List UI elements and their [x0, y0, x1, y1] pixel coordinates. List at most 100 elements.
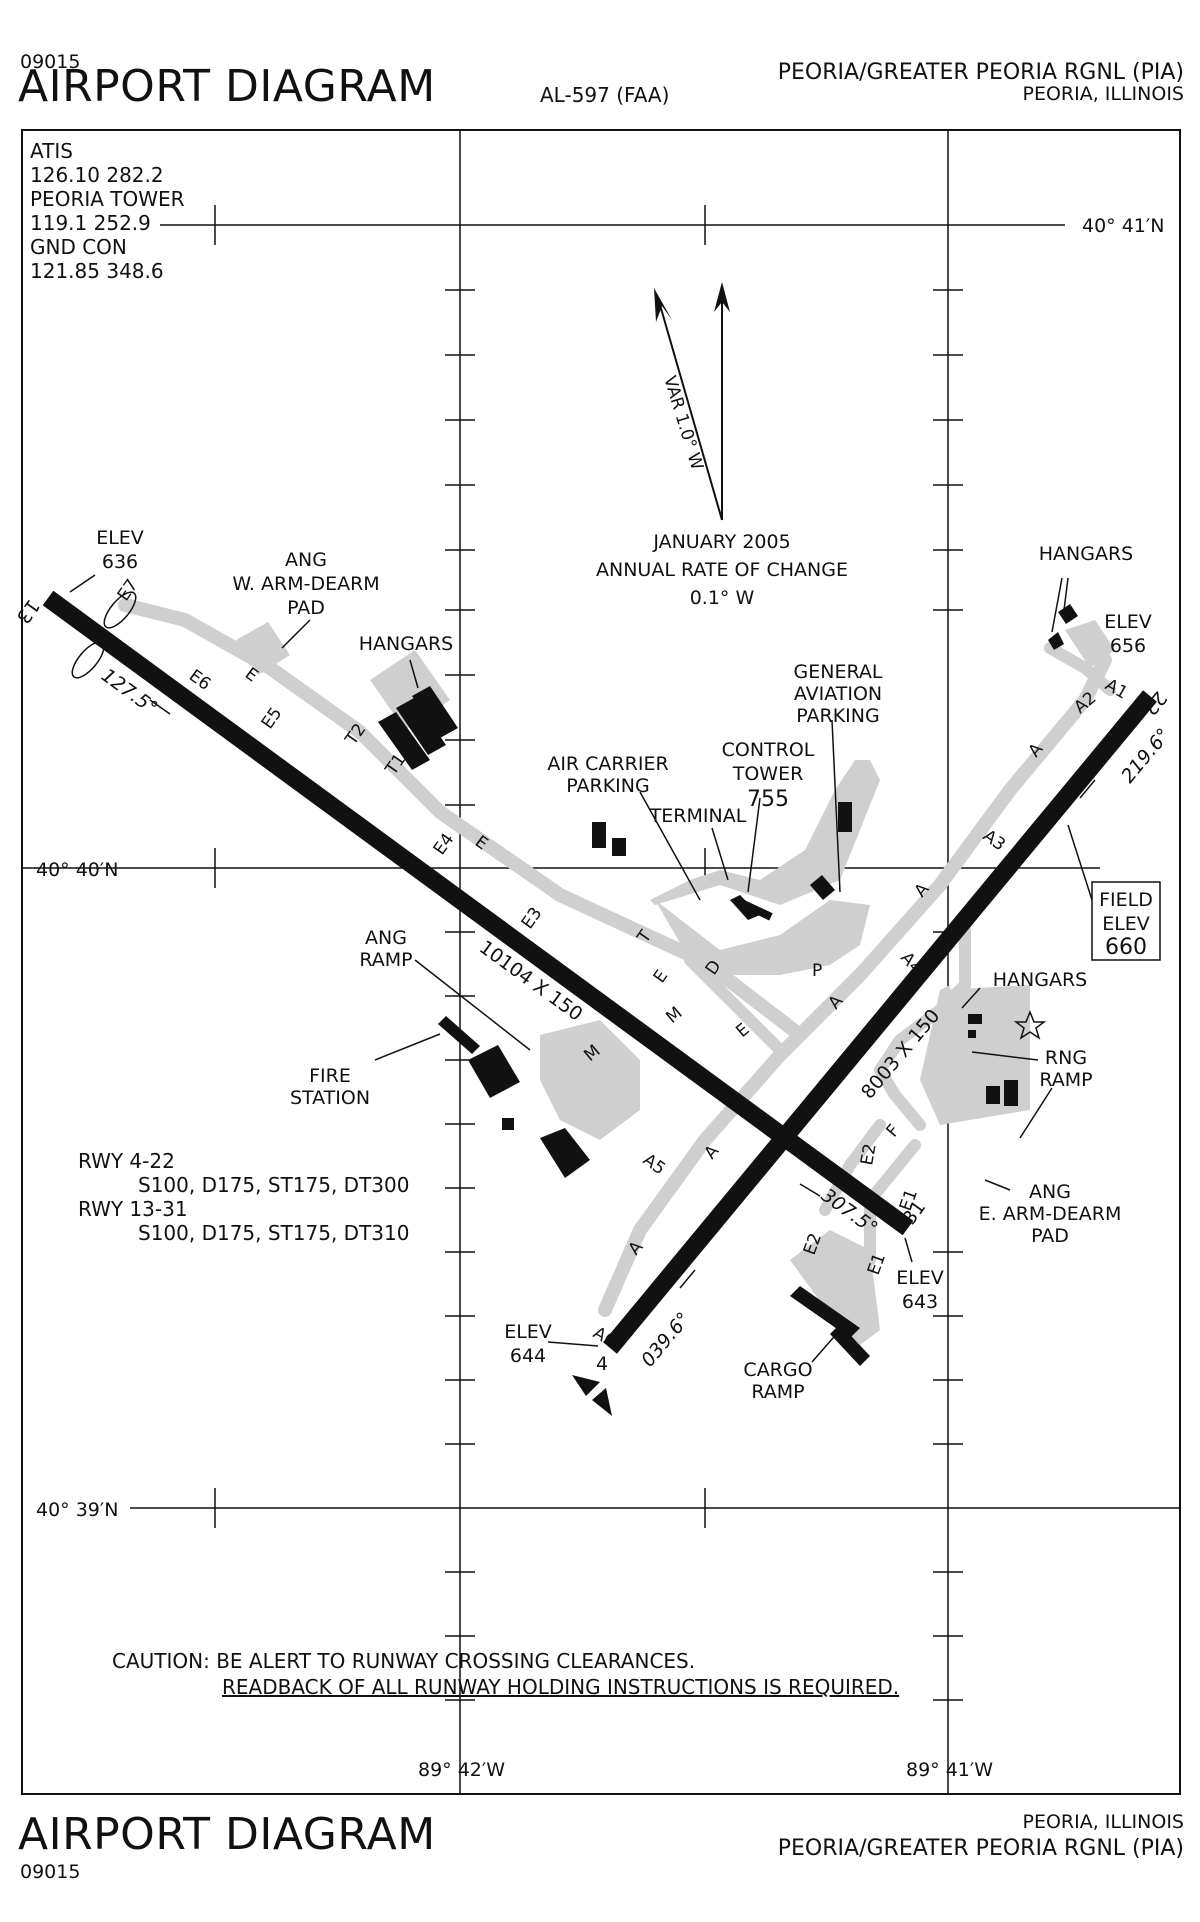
hangar-nw-2	[396, 698, 446, 755]
leader-hangars-nw	[409, 659, 419, 689]
cargo-ramp	[790, 1230, 880, 1345]
caution-line-2: READBACK OF ALL RUNWAY HOLDING INSTRUCTI…	[222, 1675, 900, 1699]
taxiway-e2-south	[819, 1119, 886, 1216]
field-elev-label-1: FIELD	[1099, 889, 1153, 911]
taxiway-label: E7	[114, 576, 143, 605]
rng-ramp-label-1: RNG	[1045, 1047, 1087, 1069]
taxiway-label: E6	[185, 666, 214, 695]
ang-e-pad-label-3: PAD	[1031, 1225, 1069, 1247]
ang-building-2	[502, 1118, 514, 1130]
leader-elev-31	[904, 1237, 913, 1263]
terminal-apron-south	[655, 900, 870, 975]
city-state-top: PEORIA, ILLINOIS	[1022, 83, 1184, 105]
ang-e-pad-label-2: E. ARM-DEARM	[979, 1203, 1122, 1225]
lat-label-bottom: 40° 39′N	[36, 1499, 118, 1521]
heading-arrow-13	[149, 699, 171, 715]
caution-line-1: CAUTION: BE ALERT TO RUNWAY CROSSING CLE…	[112, 1649, 696, 1673]
air-carrier-label-2: PARKING	[566, 775, 649, 797]
leader-fire-station	[374, 1033, 441, 1061]
leader-hangars-ne-1	[1051, 577, 1063, 633]
ga-parking-label-1: GENERAL	[794, 661, 883, 683]
windcone-icon	[71, 641, 105, 679]
leader-ang-e	[984, 1179, 1011, 1191]
leader-ang-w	[281, 619, 311, 649]
leader-field-elev	[1067, 824, 1093, 901]
taxiway-label: E5	[258, 704, 287, 733]
taxiway-label: E	[241, 664, 261, 686]
chart-frame	[21, 129, 1181, 1795]
windcone-south-icon	[592, 1388, 612, 1416]
variation-rate-title: ANNUAL RATE OF CHANGE	[596, 559, 848, 581]
rwy-13-31-strength-values: S100, D175, ST175, DT310	[138, 1221, 410, 1245]
hangars-nw-label: HANGARS	[359, 633, 453, 655]
hangars-ne-label: HANGARS	[1039, 543, 1133, 565]
leader-air-carrier	[639, 791, 701, 901]
control-tower-height: 755	[747, 787, 789, 812]
airport-name-bottom: PEORIA/GREATER PEORIA RGNL (PIA)	[777, 1836, 1184, 1861]
leader-rng-ramp-1	[971, 1051, 1039, 1061]
leader-lines	[69, 574, 1093, 1363]
rwy-13-31-strength-label: RWY 13-31	[78, 1197, 188, 1221]
taxiway-label: M	[662, 1003, 686, 1028]
building-parking-1	[592, 822, 606, 848]
ang-w-pad-label-3: PAD	[287, 597, 325, 619]
leader-hangars-ne-2	[1063, 577, 1069, 611]
airport-name-top: PEORIA/GREATER PEORIA RGNL (PIA)	[777, 60, 1184, 85]
field-elev-value: 660	[1105, 935, 1147, 960]
terminal-concourse	[736, 898, 773, 921]
hangar-ne-2	[1048, 632, 1064, 650]
air-carrier-label-1: AIR CARRIER	[547, 753, 668, 775]
ga-building-2	[838, 802, 852, 832]
ang-ramp-label-1: ANG	[365, 927, 407, 949]
ang-w-pad-label-1: ANG	[285, 549, 327, 571]
cargo-ramp-label-2: RAMP	[751, 1381, 804, 1403]
leader-ga-parking	[831, 719, 841, 893]
elev-value-22: 656	[1110, 635, 1146, 657]
taxiway-label: P	[812, 961, 822, 981]
runway-4-22	[603, 690, 1157, 1354]
elev-value-4: 644	[510, 1345, 546, 1367]
taxiway-e	[118, 598, 807, 1042]
hangars-e-label: HANGARS	[993, 969, 1087, 991]
control-tower-label-2: TOWER	[732, 763, 804, 785]
ang-ramp	[540, 1020, 640, 1140]
ga-parking-label-2: AVIATION	[794, 683, 882, 705]
beacon-star-icon	[1013, 1009, 1047, 1040]
ang-e-pad-label-1: ANG	[1029, 1181, 1071, 1203]
lon-label-right: 89° 41′W	[906, 1759, 993, 1781]
ang-e-arm-dearm-pad	[940, 985, 955, 1120]
heading-arrow-31	[799, 1183, 821, 1197]
terminal-label: TERMINAL	[649, 805, 747, 827]
windcone-icon	[103, 591, 137, 629]
hangar-e-2	[968, 1030, 976, 1038]
fire-station	[438, 1016, 480, 1054]
ang-ramp-label-2: RAMP	[359, 949, 412, 971]
cargo-building-1	[790, 1286, 860, 1338]
elev-label-22: ELEV	[1104, 611, 1152, 633]
lat-label-mid: 40° 40′N	[36, 859, 118, 881]
magnetic-north-line	[657, 297, 723, 521]
graticule	[22, 130, 1180, 1794]
true-north-arrow-icon	[714, 282, 730, 312]
runways	[42, 590, 1157, 1354]
atis-frequency: 126.10 282.2	[30, 163, 164, 187]
ground-label: GND CON	[30, 235, 127, 259]
elev-label-4: ELEV	[504, 1321, 552, 1343]
hangar-e-1	[968, 1014, 982, 1024]
page-title-top: AIRPORT DIAGRAM	[18, 61, 436, 112]
windcone-south-icon	[572, 1375, 600, 1396]
rwy-4-22-strength-label: RWY 4-22	[78, 1149, 175, 1173]
taxiway-a1	[1044, 642, 1116, 696]
taxiway-m	[684, 954, 786, 1056]
heading-arrow-22	[1079, 779, 1096, 799]
leader-hangars-e	[961, 987, 981, 1009]
city-state-bottom: PEORIA, ILLINOIS	[1022, 1811, 1184, 1833]
hangar-ne-1	[1058, 604, 1078, 624]
ga-parking-label-3: PARKING	[796, 705, 879, 727]
taxiway-e2-east	[874, 1004, 946, 1131]
cargo-ramp-label-1: CARGO	[743, 1359, 812, 1381]
ramps	[236, 620, 1115, 1345]
ang-building-3	[540, 1128, 590, 1178]
leader-elev-13	[69, 574, 96, 593]
